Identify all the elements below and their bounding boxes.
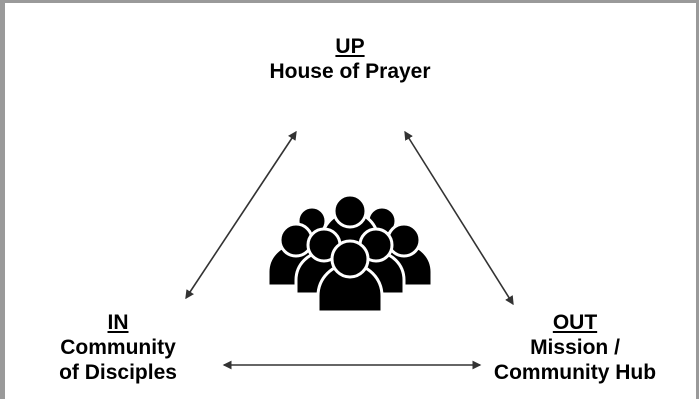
arrow-up-out xyxy=(404,130,514,306)
node-in-line-1: Community xyxy=(60,336,176,359)
node-in-heading: IN xyxy=(107,311,129,334)
group-of-people-icon xyxy=(266,193,434,314)
node-out-line-2: Community Hub xyxy=(493,361,657,384)
node-out-heading: OUT xyxy=(552,311,598,334)
node-in-line-2: of Disciples xyxy=(59,361,177,384)
node-up-heading: UP xyxy=(335,35,365,58)
node-out: OUT Mission / Community Hub xyxy=(470,310,680,385)
node-up-line-1: House of Prayer xyxy=(269,60,431,83)
node-in: IN Community of Disciples xyxy=(28,310,208,385)
arrow-up-in xyxy=(185,130,297,300)
node-out-line-1: Mission / xyxy=(530,336,620,359)
node-up: UP House of Prayer xyxy=(250,34,450,84)
